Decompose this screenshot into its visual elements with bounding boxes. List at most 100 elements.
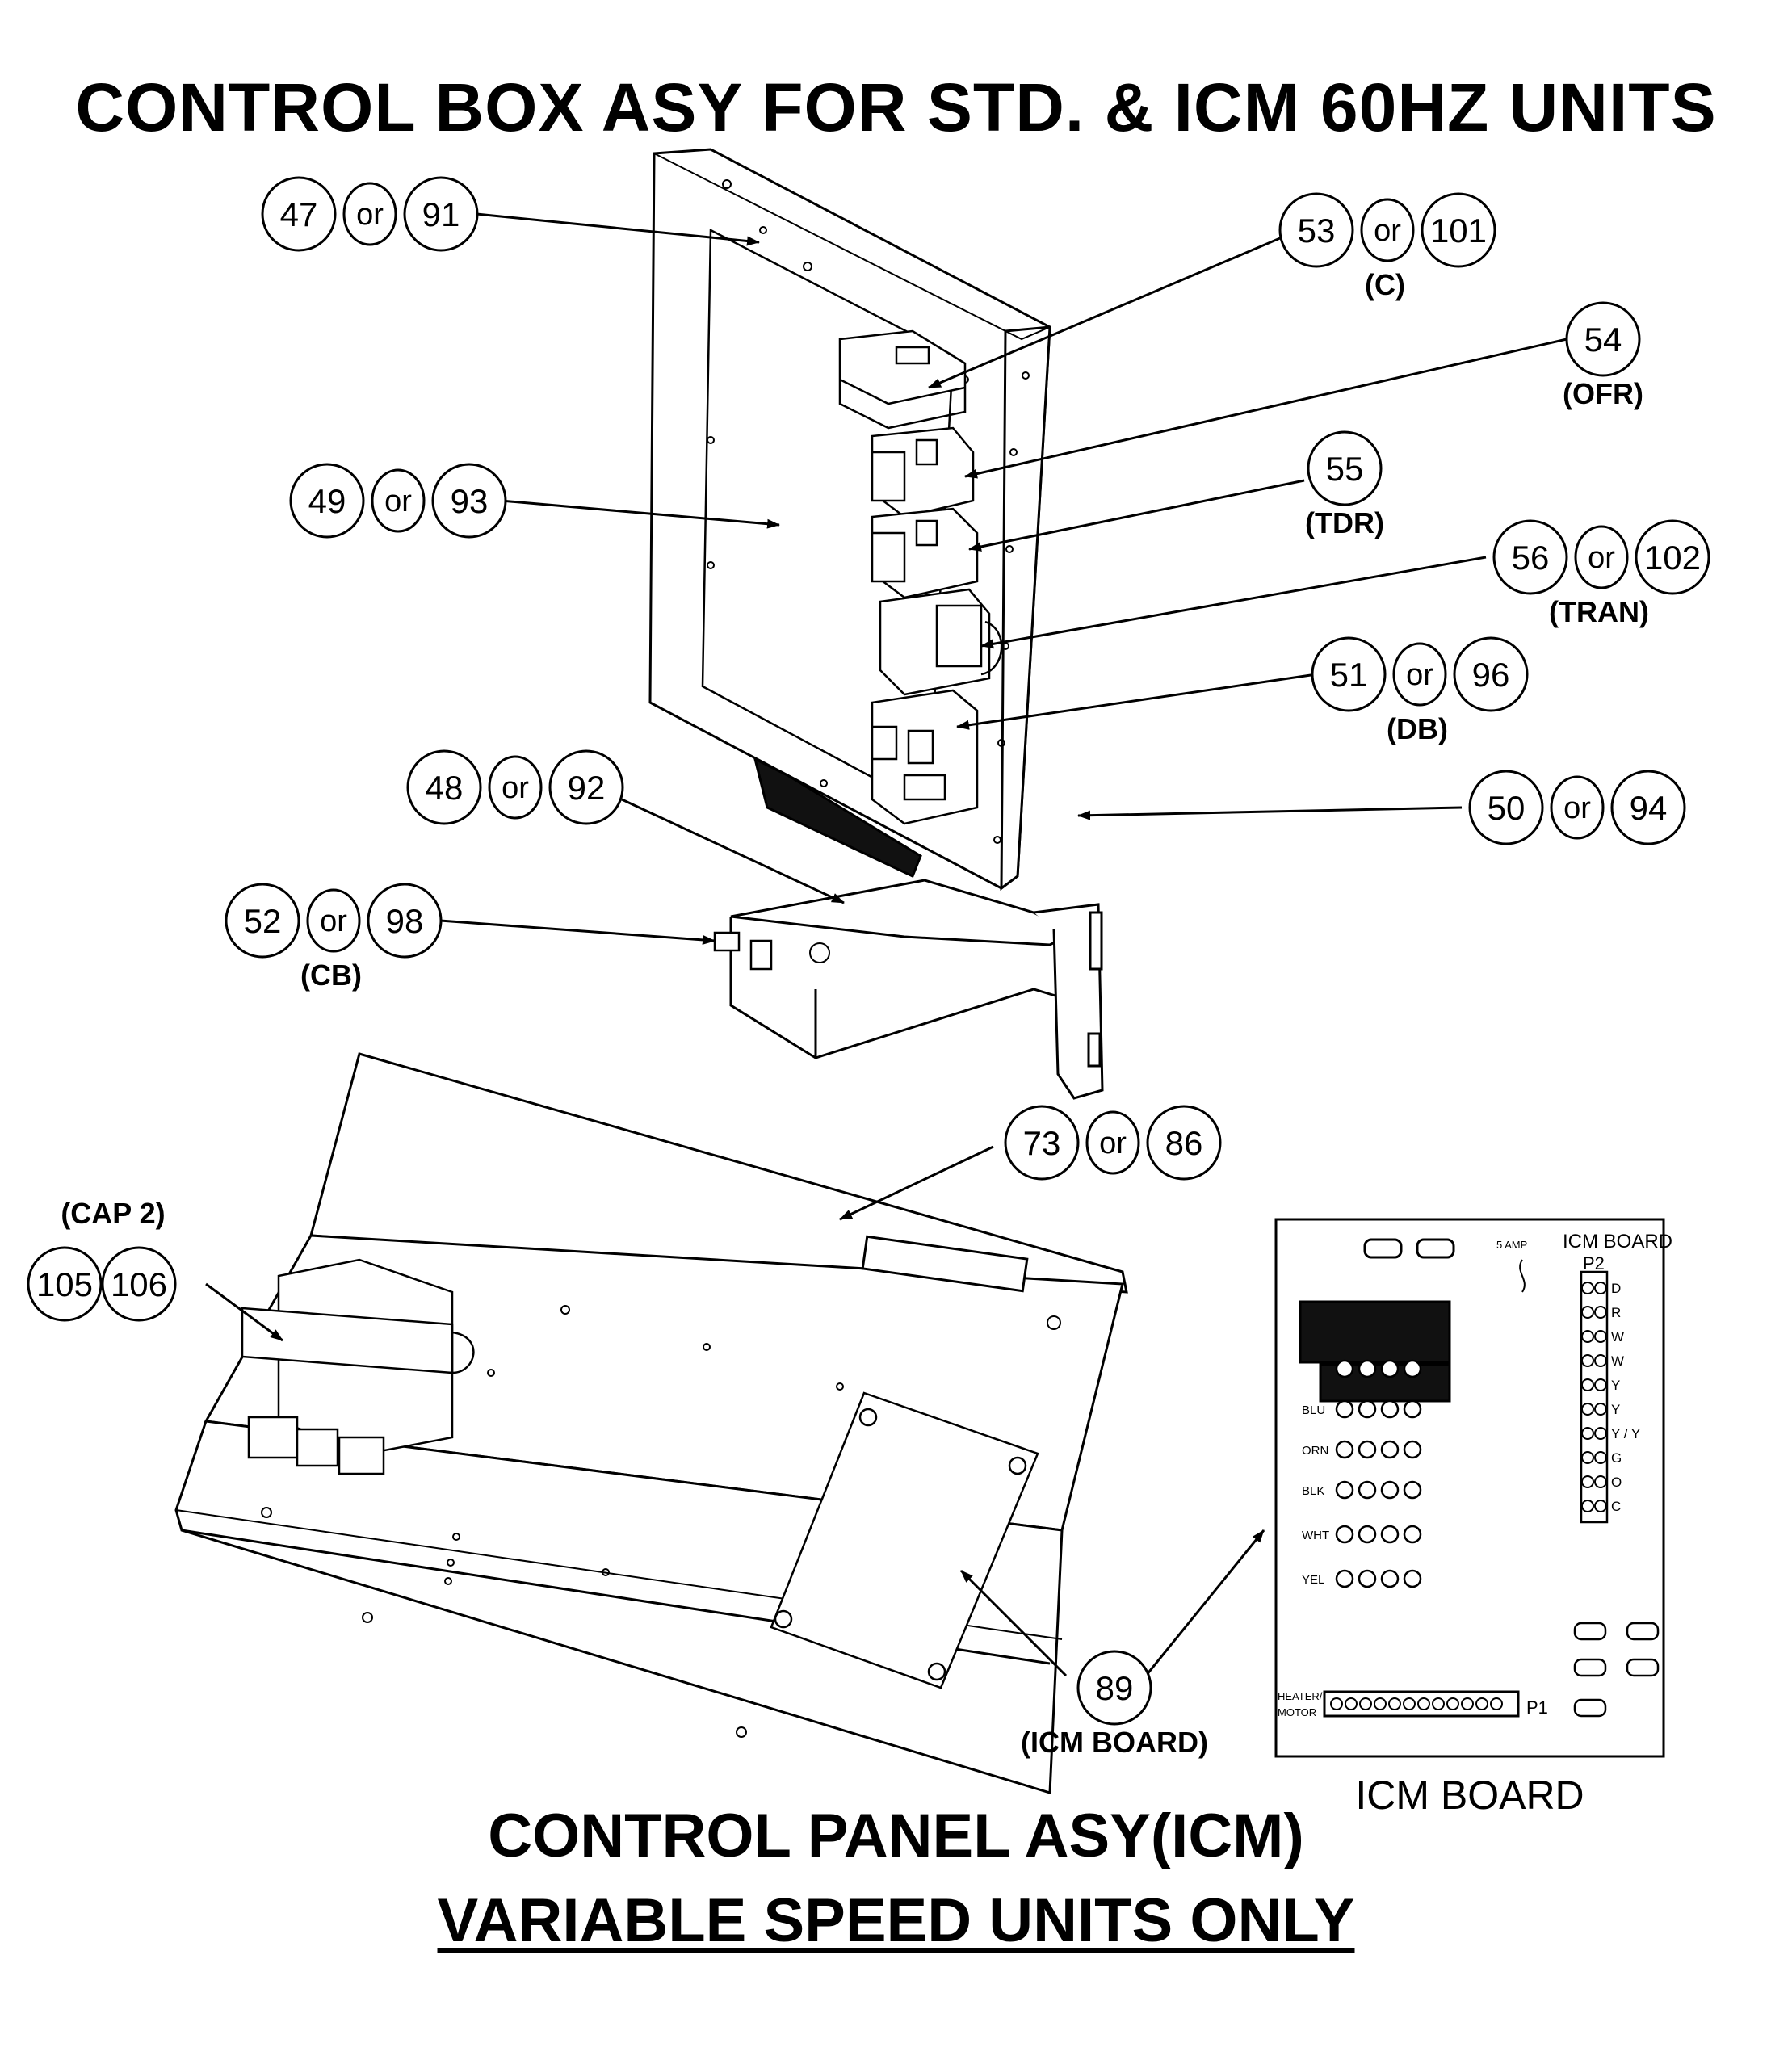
or-label: or xyxy=(1099,1126,1127,1160)
p2-pin xyxy=(1594,1500,1607,1512)
callout-tag-c89: (ICM BOARD) xyxy=(1021,1726,1208,1759)
speed-tap-pin xyxy=(1358,1480,1377,1500)
speed-tap-pin xyxy=(1380,1480,1400,1500)
callout-106-number: 106 xyxy=(111,1265,167,1303)
p2-pin xyxy=(1594,1403,1607,1416)
time-delay-relay xyxy=(871,507,979,599)
p2-pin xyxy=(1594,1378,1607,1391)
callout-51-number: 51 xyxy=(1330,656,1368,694)
p2-pin xyxy=(1581,1451,1594,1464)
speed-tap-pin xyxy=(1358,1440,1377,1459)
or-balloon xyxy=(1360,198,1415,262)
callout-91-number: 91 xyxy=(422,195,460,233)
callout-c54: 54(OFR) xyxy=(1563,301,1643,410)
panel-subtitle: VARIABLE SPEED UNITS ONLY xyxy=(437,1886,1355,1955)
callout-94-balloon xyxy=(1610,770,1686,845)
icm-board-header: ICM BOARD xyxy=(1563,1231,1672,1252)
speed-tap-pin xyxy=(1380,1525,1400,1544)
panel-hole-icons xyxy=(261,1305,1061,1738)
callout-53-number: 53 xyxy=(1298,212,1336,250)
or-balloon xyxy=(1574,525,1629,589)
p2-pin xyxy=(1594,1282,1607,1294)
p2-pin-label: C xyxy=(1611,1499,1621,1514)
callout-94-number: 94 xyxy=(1630,789,1668,827)
p2-pin xyxy=(1581,1354,1594,1367)
callout-52-balloon xyxy=(225,883,300,959)
p1-pin xyxy=(1374,1697,1387,1710)
callout-86-number: 86 xyxy=(1165,1124,1203,1162)
speed-tap-pin xyxy=(1403,1399,1422,1419)
callout-55-number: 55 xyxy=(1326,450,1364,488)
callout-tag-c105: (CAP 2) xyxy=(61,1197,165,1230)
p1-terminal-pins xyxy=(1330,1697,1503,1710)
callout-89-number: 89 xyxy=(1096,1669,1134,1707)
wire-label: YEL xyxy=(1302,1573,1324,1587)
p1-pin xyxy=(1345,1697,1358,1710)
panel-title: CONTROL PANEL ASY(ICM) xyxy=(488,1802,1304,1870)
wire-label: BLU xyxy=(1302,1403,1325,1417)
speed-tap-pin xyxy=(1403,1440,1422,1459)
p1-pin xyxy=(1475,1697,1488,1710)
circuit-breaker xyxy=(713,931,773,971)
p1-side-label-2: MOTOR xyxy=(1278,1706,1316,1718)
or-balloon xyxy=(1085,1110,1140,1175)
callout-92-balloon xyxy=(548,749,624,825)
p1-pin xyxy=(1490,1697,1503,1710)
callout-tag-c51: (DB) xyxy=(1387,712,1448,745)
or-balloon xyxy=(1550,775,1605,840)
or-label: or xyxy=(502,771,529,805)
callout-102-balloon xyxy=(1635,519,1710,595)
callout-106-balloon xyxy=(101,1246,177,1322)
callout-93-number: 93 xyxy=(451,482,489,520)
speed-tap-pin xyxy=(1335,1525,1354,1544)
callout-tag-c55: (TDR) xyxy=(1305,506,1384,539)
p2-pin xyxy=(1594,1427,1607,1440)
callout-98-balloon xyxy=(367,883,443,959)
speed-tap-pin xyxy=(1380,1399,1400,1419)
speed-tap-pin xyxy=(1335,1359,1354,1378)
callout-89-balloon xyxy=(1076,1650,1152,1726)
callout-50-balloon xyxy=(1468,770,1544,845)
p1-pin xyxy=(1388,1697,1401,1710)
speed-tap-pin xyxy=(1358,1399,1377,1419)
p1-label: P1 xyxy=(1526,1697,1548,1718)
icm-board-caption: ICM BOARD xyxy=(1355,1773,1584,1818)
wire-label: BLK xyxy=(1302,1484,1324,1498)
callout-105-number: 105 xyxy=(36,1265,93,1303)
p1-side-label-1: HEATER/ xyxy=(1278,1690,1323,1702)
callout-56-number: 56 xyxy=(1512,539,1550,577)
p2-pin xyxy=(1594,1475,1607,1488)
p2-pin xyxy=(1594,1330,1607,1343)
callout-73-number: 73 xyxy=(1023,1124,1061,1162)
callout-c89: 89 (ICM BOARD) xyxy=(1021,1650,1208,1759)
p2-pin xyxy=(1581,1427,1594,1440)
speed-tap-pin xyxy=(1335,1440,1354,1459)
p1-pin xyxy=(1359,1697,1372,1710)
speed-tap-pin xyxy=(1335,1399,1354,1419)
control-box-assembly xyxy=(648,148,1104,1100)
callout-54-balloon xyxy=(1565,301,1641,377)
or-balloon xyxy=(306,888,361,953)
p1-pin xyxy=(1461,1697,1474,1710)
callout-86-balloon xyxy=(1146,1105,1222,1181)
p1-pin xyxy=(1417,1697,1430,1710)
p2-pin-label: R xyxy=(1611,1305,1621,1320)
p2-pin xyxy=(1594,1451,1607,1464)
p2-pin-label: Y / Y xyxy=(1611,1426,1640,1441)
fuse-label: 5 AMP xyxy=(1496,1239,1527,1251)
callout-tag-c53: (C) xyxy=(1365,268,1405,301)
p2-pin xyxy=(1594,1354,1607,1367)
or-label: or xyxy=(1406,658,1433,692)
speed-tap-pin xyxy=(1403,1359,1422,1378)
speed-tap-pin xyxy=(1403,1480,1422,1500)
or-balloon xyxy=(371,468,426,533)
callout-105-balloon xyxy=(27,1246,103,1322)
or-label: or xyxy=(356,198,384,232)
speed-tap-pin xyxy=(1380,1440,1400,1459)
speed-tap-pin xyxy=(1380,1359,1400,1378)
